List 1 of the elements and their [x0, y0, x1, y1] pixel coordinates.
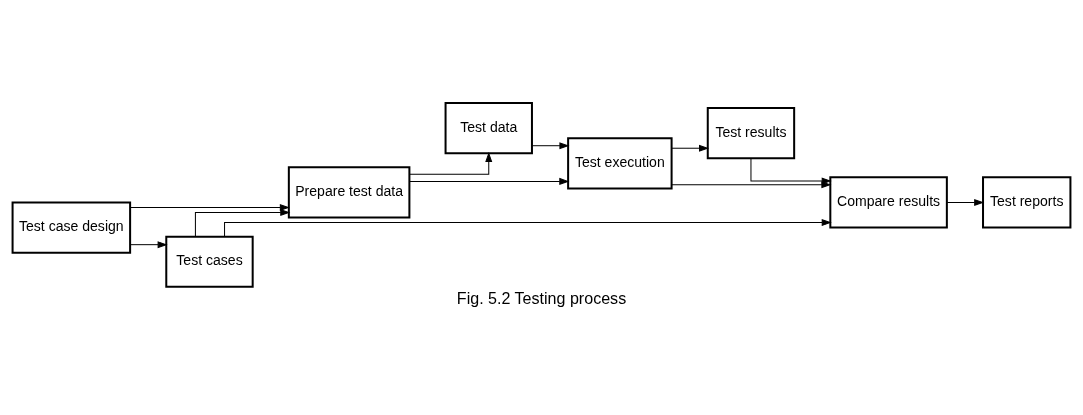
- caption: Fig. 5.2 Testing process: [456, 288, 627, 307]
